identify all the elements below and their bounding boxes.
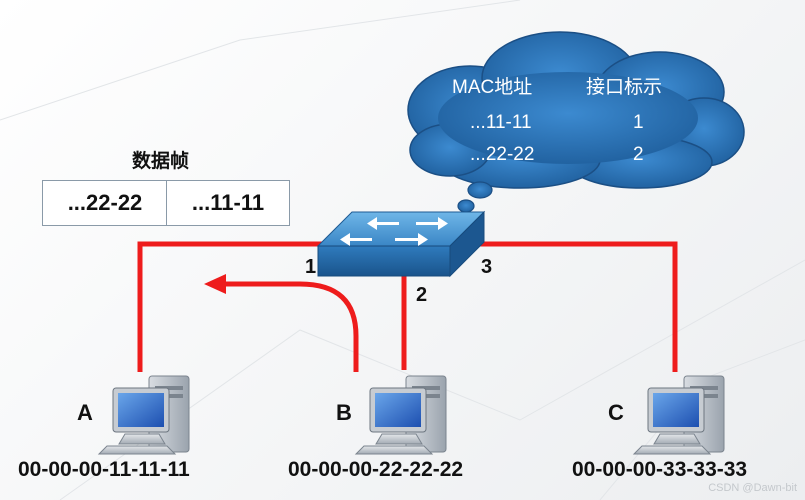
mac-table-row-1-port: 1 <box>633 112 644 133</box>
port-1-label: 1 <box>305 256 317 278</box>
frame-path-arrow <box>204 274 359 372</box>
host-c-letter: C <box>608 400 624 425</box>
frame-src-field: ...11-11 <box>166 180 290 226</box>
mac-table-row-2-mac: ...22-22 <box>470 144 535 165</box>
host-a-letter: A <box>77 400 93 425</box>
frame-dest-field: ...22-22 <box>42 180 168 226</box>
computer-b-icon <box>354 375 447 455</box>
host-b-letter: B <box>336 400 352 425</box>
port-2-label: 2 <box>416 284 428 306</box>
arrowhead-icon <box>204 274 226 294</box>
host-c-mac: 00-00-00-33-33-33 <box>572 458 748 481</box>
mac-table-cloud <box>407 31 745 223</box>
network-links <box>137 241 678 372</box>
mac-table-header-port: 接口标示 <box>586 77 663 98</box>
mac-table-row-2-port: 2 <box>633 144 644 165</box>
watermark: CSDN @Dawn-bit <box>708 482 797 494</box>
port-3-label: 3 <box>481 256 493 278</box>
computer-c-icon <box>632 375 725 455</box>
link-c <box>476 241 678 372</box>
data-frame-title: 数据帧 <box>132 151 190 172</box>
host-a-mac: 00-00-00-11-11-11 <box>18 458 190 481</box>
host-b-mac: 00-00-00-22-22-22 <box>288 458 464 481</box>
computer-a-icon <box>97 375 190 455</box>
link-a <box>137 241 325 372</box>
mac-table-header-mac: MAC地址 <box>452 77 533 98</box>
switch-icon <box>316 210 486 278</box>
mac-table-row-1-mac: ...11-11 <box>470 112 532 133</box>
